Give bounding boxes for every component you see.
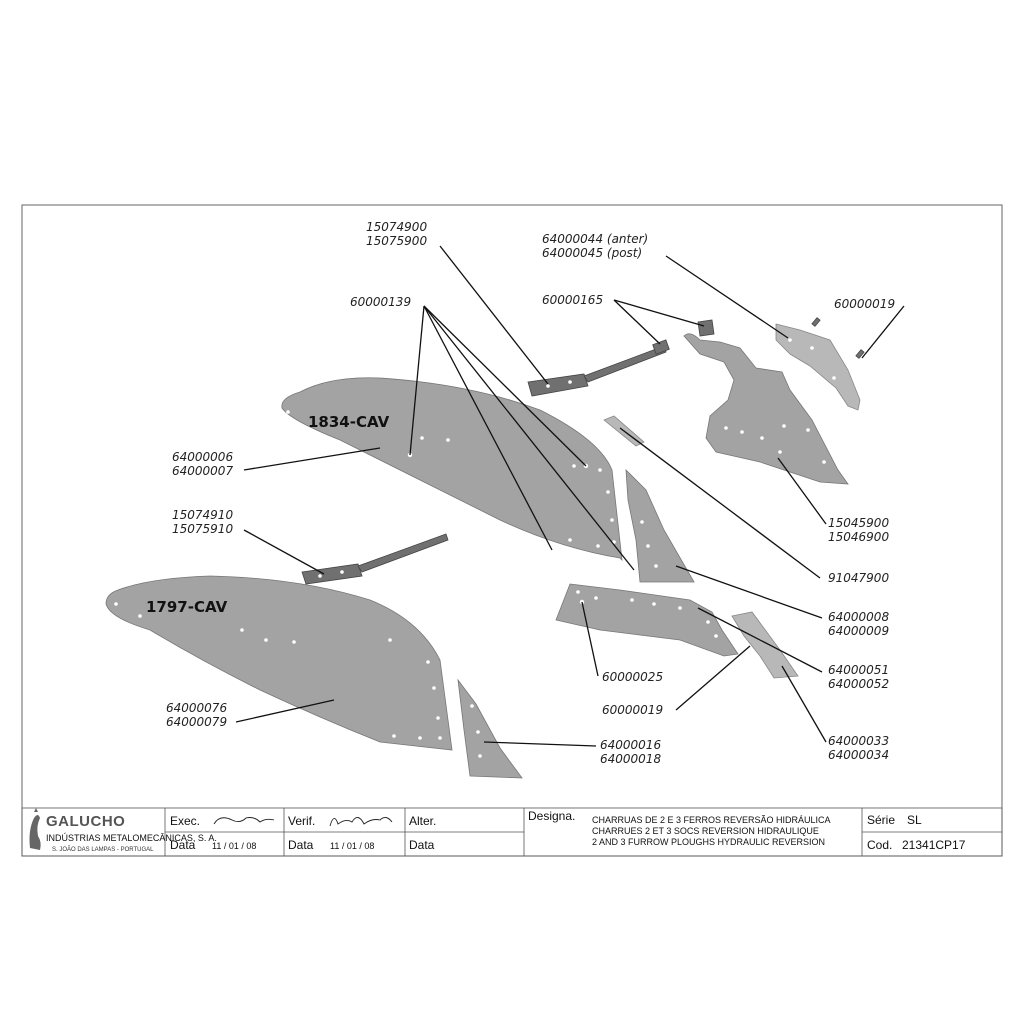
side-plate: [775, 317, 865, 411]
plough-label-1834: 1834-CAV: [308, 413, 390, 431]
callout-91047900: 91047900: [828, 571, 889, 585]
verif-date: 11 / 01 / 08: [330, 841, 374, 851]
company-address: S. JOÃO DAS LAMPAS - PORTUGAL: [52, 846, 154, 853]
callout-64000044: 64000044 (anter)64000045 (post): [542, 232, 648, 260]
mouldboard-1797-cav: [105, 575, 453, 751]
verif-signature: [329, 817, 393, 827]
designation-en: 2 AND 3 FURROW PLOUGHS HYDRAULIC REVERSI…: [592, 837, 825, 847]
designation-pt: CHARRUAS DE 2 E 3 FERROS REVERSÃO HIDRÁU…: [592, 815, 831, 825]
stay-bar-lower: [301, 533, 449, 585]
verif-data-label: Data: [288, 838, 314, 852]
alter-label: Alter.: [409, 814, 436, 828]
callout-60000019-top: 60000019: [834, 297, 895, 311]
cod-value: 21341CP17: [902, 838, 966, 852]
exec-label: Exec.: [170, 814, 200, 828]
company-subtitle: INDÚSTRIAS METALOMECÂNICAS, S. A.: [46, 833, 217, 843]
verif-label: Verif.: [288, 814, 315, 828]
serie-value: SL: [907, 813, 922, 827]
exec-signature: [213, 817, 275, 825]
shin-lower: [457, 678, 523, 779]
title-block: GALUCHO INDÚSTRIAS METALOMECÂNICAS, S. A…: [21, 807, 1003, 857]
company-name: GALUCHO: [46, 813, 125, 830]
callout-60000139: 60000139: [350, 295, 411, 309]
stay-bar-upper: [527, 339, 670, 397]
designa-label: Designa.: [528, 809, 575, 823]
designation-fr: CHARRUES 2 ET 3 SOCS REVERSION HIDRAULIQ…: [592, 826, 819, 836]
serie-label: Série: [867, 813, 895, 827]
alter-data-label: Data: [409, 838, 435, 852]
callout-60000165: 60000165: [542, 293, 603, 307]
share-upper: [555, 583, 739, 657]
callout-60000025: 60000025: [602, 670, 663, 684]
company-logo: [29, 808, 41, 850]
exec-data-label: Data: [170, 838, 196, 852]
plough-label-1797: 1797-CAV: [146, 598, 228, 616]
callout-60000019-bottom: 60000019: [602, 703, 663, 717]
leader-lines: [235, 245, 905, 747]
shin-upper: [625, 468, 695, 583]
exec-date: 11 / 01 / 08: [212, 841, 256, 851]
mouldboard-1834-cav: [281, 377, 623, 562]
share-point: [731, 611, 799, 679]
cod-label: Cod.: [867, 838, 892, 852]
frog-bracket: [683, 319, 849, 485]
